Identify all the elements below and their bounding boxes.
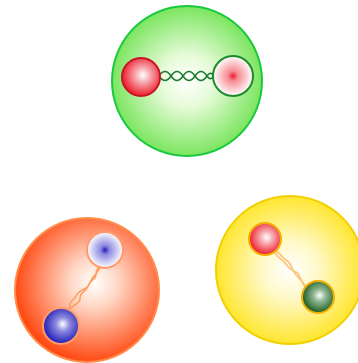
blue-particle (42, 307, 80, 345)
green-sphere (111, 5, 263, 157)
green-sphere-group (111, 5, 263, 157)
red-particle (121, 57, 161, 97)
yellow-sphere (215, 195, 358, 345)
orange-sphere-group (14, 217, 160, 363)
red-particle (248, 222, 282, 256)
antired-particle (212, 55, 254, 97)
orange-sphere (14, 217, 160, 363)
green-particle (301, 280, 335, 314)
orange-sphere-spring (68, 260, 105, 310)
yellow-sphere-group (215, 195, 358, 345)
antiblue-particle (86, 231, 124, 269)
green-sphere-spring (158, 70, 215, 82)
